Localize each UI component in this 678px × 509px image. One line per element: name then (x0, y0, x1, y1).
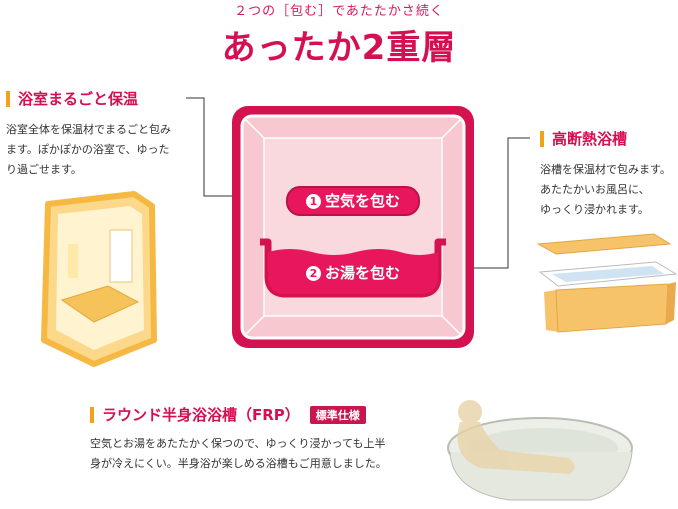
tub-line: ゆっくり浸かれます。 (540, 203, 649, 216)
subtitle: ２つの［包む］であたたかさ続く (234, 4, 444, 19)
heading-marker (6, 90, 10, 107)
round-line: 身が冷えにくい。半身浴が楽しめる浴槽もご用意しました。 (90, 457, 387, 470)
tub-water (268, 249, 438, 294)
air-label-text: 空気を包む (324, 192, 400, 210)
round-line: 空気とお湯をあたたかく保つので、ゆっくり浸かっても上半 (90, 437, 386, 450)
heading-marker (90, 406, 94, 423)
tub-illustration (536, 233, 678, 333)
shower-rail (68, 244, 78, 278)
tub-description: 浴槽を保温材で包みます。 あたたかいお風呂に、 ゆっくり浸かれます。 (540, 160, 678, 220)
tub-side-insulation (555, 283, 669, 333)
section-heading-bathroom: 浴室まるごと保温 (6, 88, 138, 109)
water-number-badge: 2 (305, 266, 321, 281)
page-title: あったか2重層 (221, 28, 457, 68)
standard-badge: 標準仕様 (309, 405, 366, 424)
tub-lid-insulation (536, 233, 672, 255)
air-number-badge: 1 (305, 194, 321, 209)
tub-heading-text: 高断熱浴槽 (552, 130, 628, 148)
tub-line: あたたかいお風呂に、 (540, 183, 650, 196)
tub-line: 浴槽を保温材で包みます。 (540, 163, 671, 176)
section-heading-round: ラウンド半身浴浴槽（FRP） 標準仕様 (90, 404, 366, 425)
section-heading-tub: 高断熱浴槽 (540, 128, 627, 149)
heading-marker (540, 130, 544, 147)
bathroom-description: 浴室全体を保温材でまるごと包み ます。ぽかぽかの浴室で、ゆった り過ごせます。 (6, 120, 196, 180)
diagram-frame (232, 106, 474, 348)
bathroom-line: ます。ぽかぽかの浴室で、ゆった (6, 143, 170, 156)
bathroom-line: 浴室全体を保温材でまるごと包み (6, 123, 171, 136)
bathroom-illustration (41, 191, 157, 367)
water-label-text: お湯を包む (324, 264, 400, 282)
bathroom-line: り過ごせます。 (6, 163, 82, 176)
round-tub-illustration (447, 400, 633, 501)
round-heading-text: ラウンド半身浴浴槽（FRP） (102, 406, 300, 424)
tub-basin (552, 266, 664, 282)
bathroom-heading-text: 浴室まるごと保温 (18, 90, 139, 108)
bathtub-shape (60, 285, 140, 323)
wall-mirror (109, 229, 133, 283)
round-description: 空気とお湯をあたたかく保つので、ゆっくり浸かっても上半 身が冷えにくい。半身浴が… (90, 434, 430, 474)
bather-silhouette (457, 400, 575, 474)
